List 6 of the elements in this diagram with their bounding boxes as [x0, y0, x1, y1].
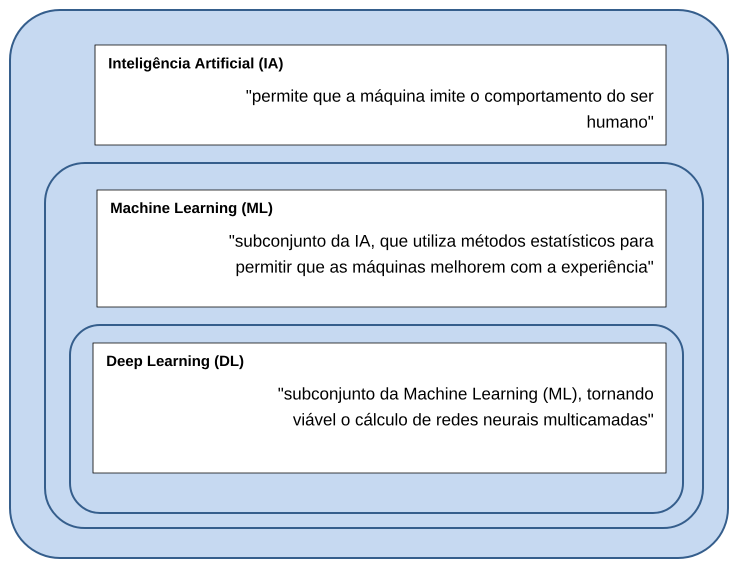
- box-heading: Deep Learning (DL): [107, 355, 244, 370]
- box-description: "permite que a máquina imite o comportamento do ser humano": [246, 89, 654, 128]
- box-description: "subconjunto da IA, que utiliza métodos estatísticos para permitir que as máquinas melhorem com a experiência": [230, 234, 654, 276]
- box-heading: Inteligência Artificial (IA): [109, 57, 283, 72]
- box-description: "subconjunto da Machine Learning (ML), tornando viável o cálculo de redes neurais multicamadas": [278, 387, 654, 426]
- box-heading: Machine Learning (ML): [111, 202, 272, 216]
